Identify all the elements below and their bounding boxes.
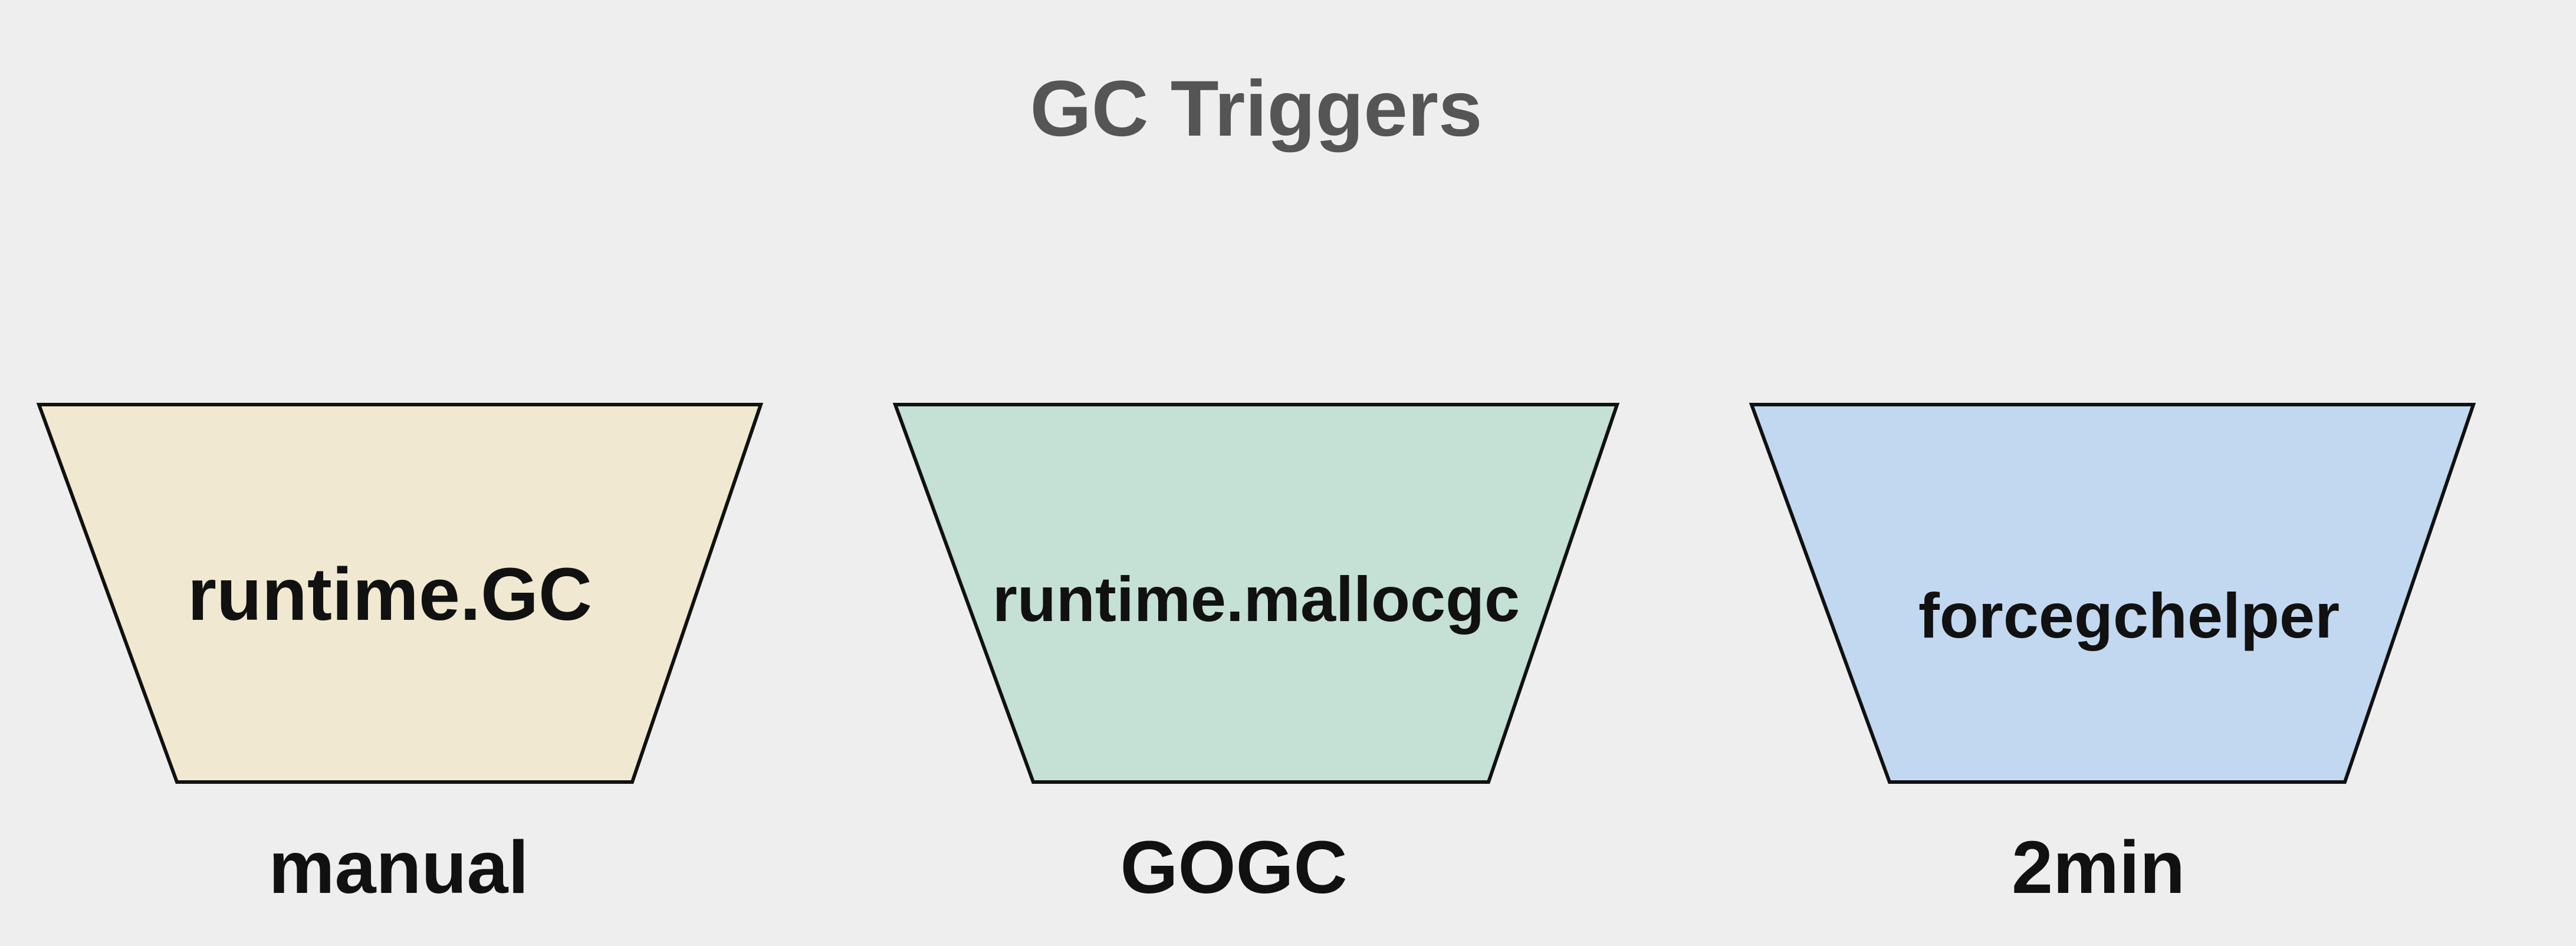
trigger-caption-2min: 2min — [2011, 826, 2186, 909]
trigger-label-forcegchelper: forcegchelper — [1918, 580, 2340, 651]
diagram-title: GC Triggers — [1030, 65, 1483, 153]
trigger-caption-gogc: GOGC — [1120, 826, 1348, 909]
trigger-shape-runtime-gc — [36, 403, 764, 784]
trigger-label-runtime-gc: runtime.GC — [188, 553, 593, 636]
trigger-label-runtime-mallocgc: runtime.mallocgc — [992, 563, 1520, 635]
trigger-shape-forcegchelper — [1749, 403, 2476, 784]
trigger-caption-manual: manual — [268, 826, 529, 909]
trigger-shape-runtime-mallocgc — [892, 403, 1620, 784]
